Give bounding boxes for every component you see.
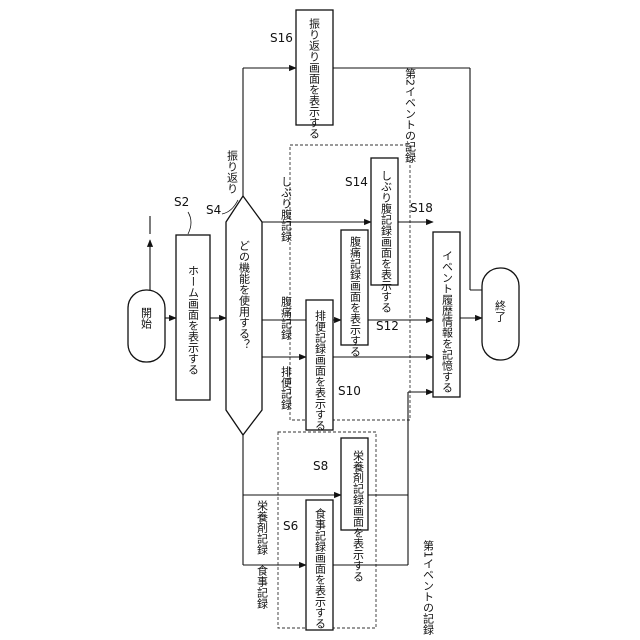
- step-s4-label: S4: [206, 203, 221, 217]
- step-s12-label: S12: [376, 319, 399, 333]
- step-s14-label: S14: [345, 175, 368, 189]
- second-event-group-label: 第2イベントの記録: [404, 67, 417, 163]
- review-screen-label: 振り返り画面を表示する: [308, 17, 321, 139]
- step-s8-label: S8: [313, 459, 328, 473]
- meal-record-label: 食事記録画面を表示する: [314, 507, 327, 629]
- start-label: 開始: [140, 307, 153, 330]
- branch-tenesmus-label: しぶり腹記録: [280, 176, 293, 242]
- branch-meal-label: 食事記録: [256, 564, 269, 609]
- first-event-group-label: 第1イベントの記録: [422, 539, 435, 635]
- step-s18-label: S18: [410, 201, 433, 215]
- branch-stool-label: 排便記録: [280, 365, 293, 410]
- branch-review-label: 振り返り: [226, 149, 239, 194]
- stool-record-label: 排便記録画面を表示する: [314, 309, 327, 431]
- branch-nutrition-label: 栄養剤記録: [256, 499, 269, 555]
- home-screen-label: ホーム画面を表示する: [187, 265, 200, 375]
- nutrition-record-label-1: 栄養剤記録画面を表示する: [352, 449, 365, 582]
- step-s10-label: S10: [338, 384, 361, 398]
- function-decision-label: どの機能を使用する？: [238, 240, 251, 350]
- pain-record-label: 腹痛記録画面を表示する: [349, 235, 362, 357]
- tenesmus-record-label: しぶり腹記録画面を表示する: [380, 170, 393, 313]
- end-label: 終了: [494, 299, 507, 322]
- step-s2-label: S2: [174, 195, 189, 209]
- step-s6-label: S6: [283, 519, 298, 533]
- branch-pain-label: 腹痛記録: [280, 295, 293, 340]
- step-s16-label: S16: [270, 31, 293, 45]
- event-history-label: イベント履歴情報を記憶する: [441, 250, 454, 393]
